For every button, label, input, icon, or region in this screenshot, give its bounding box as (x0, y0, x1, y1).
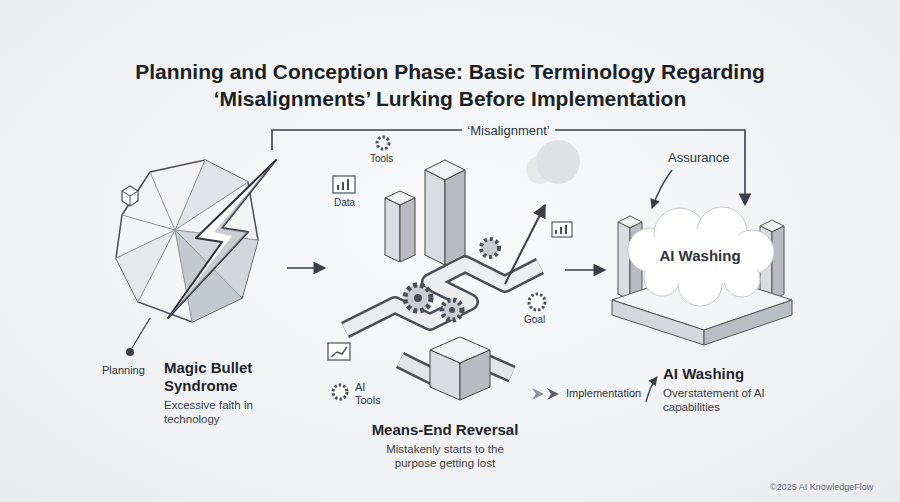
cloud-blur (526, 156, 554, 184)
icon-label: Assurance (668, 150, 729, 166)
cube-icon-lines (122, 191, 138, 206)
chart-bars (338, 179, 348, 190)
gear (481, 239, 499, 257)
pillar (425, 160, 465, 265)
node-heading: Means-End Reversal (325, 421, 565, 439)
chart-icon (333, 176, 355, 193)
block (430, 337, 490, 400)
pillar (385, 191, 415, 262)
gear-icon (377, 137, 389, 149)
crystal-facet (175, 160, 248, 230)
pillar-side (425, 170, 445, 265)
icon-label: Tools (370, 153, 393, 165)
crystal-facet (116, 230, 175, 302)
maze-illustration (328, 137, 580, 400)
connector-label: ‘Misalignment’ (462, 123, 554, 138)
assurance-arrow (652, 170, 672, 208)
icon-label: Goal (524, 314, 545, 326)
icon-label: AI Tools (355, 381, 393, 407)
ai-washing-illustration (532, 170, 792, 402)
slab-side (612, 300, 704, 345)
pillar-side (385, 198, 400, 262)
copyright-note: ©2025 AI KnowledgeFlow (770, 482, 873, 493)
block-side (430, 350, 460, 400)
block-side (460, 350, 490, 400)
node-heading: AI Washing (605, 365, 795, 383)
leader-line (132, 318, 150, 348)
slab-side (704, 300, 792, 345)
node-description: Mistakenly starts to the purpose getting… (325, 442, 565, 475)
implementation-arrow (646, 377, 657, 402)
planning-dot (126, 348, 134, 356)
cube-icon (122, 186, 138, 206)
node-description: Excessive faith in technology (112, 398, 287, 432)
node-heading: AI Washing (605, 247, 795, 265)
pillar-side (618, 222, 630, 300)
chart-line (331, 347, 347, 357)
lightning-bolt (168, 160, 276, 318)
concept-node: Magic Bullet SyndromeExcessive faith in … (112, 150, 287, 432)
chevron (547, 388, 559, 400)
magic-bullet-illustration (116, 160, 276, 356)
gear-hub (449, 307, 455, 313)
pillar-side (445, 170, 465, 265)
chart-bars (556, 225, 566, 234)
gear (405, 285, 431, 311)
connector-arrow (565, 269, 605, 271)
connector-arrow (287, 267, 325, 269)
chart-icon (328, 343, 350, 360)
lightning-shade (168, 160, 276, 318)
pillar-side (772, 226, 784, 300)
pillar-side (400, 198, 415, 262)
chevron (532, 388, 544, 400)
maze-arrow (505, 205, 545, 284)
gear-icon (529, 294, 545, 310)
gear-hub (414, 294, 422, 302)
concept-node: Means-End ReversalMistakenly starts to t… (325, 145, 565, 475)
icon-label: Data (334, 197, 355, 209)
title: Planning and Conception Phase: Basic Ter… (110, 58, 790, 112)
icon-label: Planning (102, 364, 145, 377)
chart-icon (552, 222, 572, 237)
gear (442, 300, 462, 320)
connector-arrow (272, 130, 745, 205)
gear-icon (333, 385, 347, 399)
icon-label: Implementation (566, 387, 641, 400)
